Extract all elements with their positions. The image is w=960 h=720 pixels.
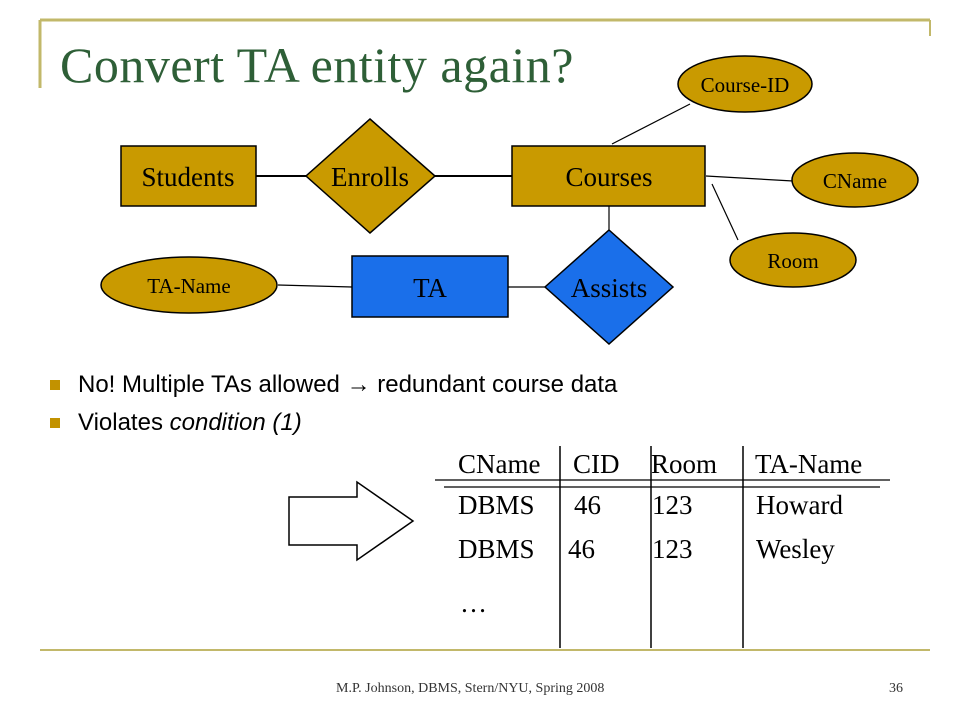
attribute-course-id[interactable]: Course-ID [677,55,813,113]
table-cell: 46 [568,534,595,564]
bullet-square-icon [50,418,60,428]
entity-ta[interactable]: TA [351,255,509,318]
relationship-enrolls[interactable]: Enrolls [304,117,437,235]
slide-title: Convert TA entity again? [60,37,574,93]
table-header-cell: CName [458,449,540,479]
entity-courses[interactable]: Courses [511,145,706,207]
table-cell: Howard [756,490,843,520]
table-row: DBMS 46 123 Howard [458,490,843,520]
table-rules [435,446,890,648]
entity-courses-label: Courses [566,162,653,192]
bullet-item: Violates condition (1) [50,404,870,442]
table-row: DBMS 46 123 Wesley [458,534,835,564]
bullet-text: No! Multiple TAs allowed [78,371,347,398]
bullet-list: No! Multiple TAs allowed → redundant cou… [50,366,870,442]
table-cell: 123 [652,490,693,520]
table-header-cell: TA-Name [755,449,862,479]
slide-footer: M.P. Johnson, DBMS, Stern/NYU, Spring 20… [336,681,605,696]
page-number: 36 [889,681,903,696]
attribute-room[interactable]: Room [729,232,857,288]
entity-ta-label: TA [413,273,447,303]
relationship-enrolls-label: Enrolls [331,162,409,192]
table-cell: 123 [652,534,693,564]
attribute-cname-label: CName [823,169,887,193]
relationship-assists-label: Assists [571,273,648,303]
slide-frame [38,18,931,651]
table-cell: Wesley [756,534,835,564]
bullet-square-icon [50,380,60,390]
courseid-courses-line [611,103,691,145]
attribute-course-id-label: Course-ID [701,73,790,97]
cname-courses-line [705,175,794,182]
table-cell: 46 [574,490,601,520]
attribute-ta-name-label: TA-Name [147,274,230,298]
room-courses-line [711,183,739,241]
relationship-assists[interactable]: Assists [543,228,675,346]
table-header-cell: CID [573,449,620,479]
attribute-cname[interactable]: CName [791,152,919,208]
bullet-text: Violates [78,409,170,436]
table-ellipsis: … [460,588,487,618]
entity-students[interactable]: Students [120,145,257,207]
er-connectors [256,103,794,288]
bullet-item: No! Multiple TAs allowed → redundant cou… [50,366,870,404]
attribute-ta-name[interactable]: TA-Name [100,256,278,314]
right-arrow-glyph-icon: → [346,371,371,398]
table-header: CName CID Room TA-Name [458,449,862,479]
table-cell: DBMS [458,490,535,520]
bullet-text: redundant course data [370,371,618,398]
table-cell: DBMS [458,534,535,564]
entity-students-label: Students [141,162,234,192]
attribute-room-label: Room [767,249,818,273]
taname-ta-line [277,284,353,288]
bullet-emphasis: condition (1) [169,409,302,436]
right-arrow-icon [288,480,415,562]
table-header-cell: Room [651,449,717,479]
